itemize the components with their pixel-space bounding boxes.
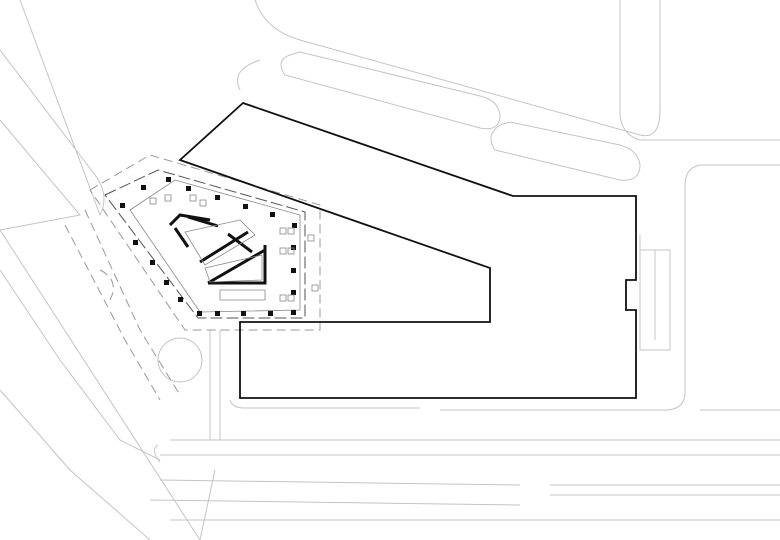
main-building-outline: [178, 101, 637, 399]
structural-columns: [120, 177, 297, 316]
furniture: [149, 194, 319, 302]
dashed-site-boundary: [64, 154, 321, 401]
core-walls: [168, 213, 267, 301]
tower-floorplate: [104, 169, 319, 319]
